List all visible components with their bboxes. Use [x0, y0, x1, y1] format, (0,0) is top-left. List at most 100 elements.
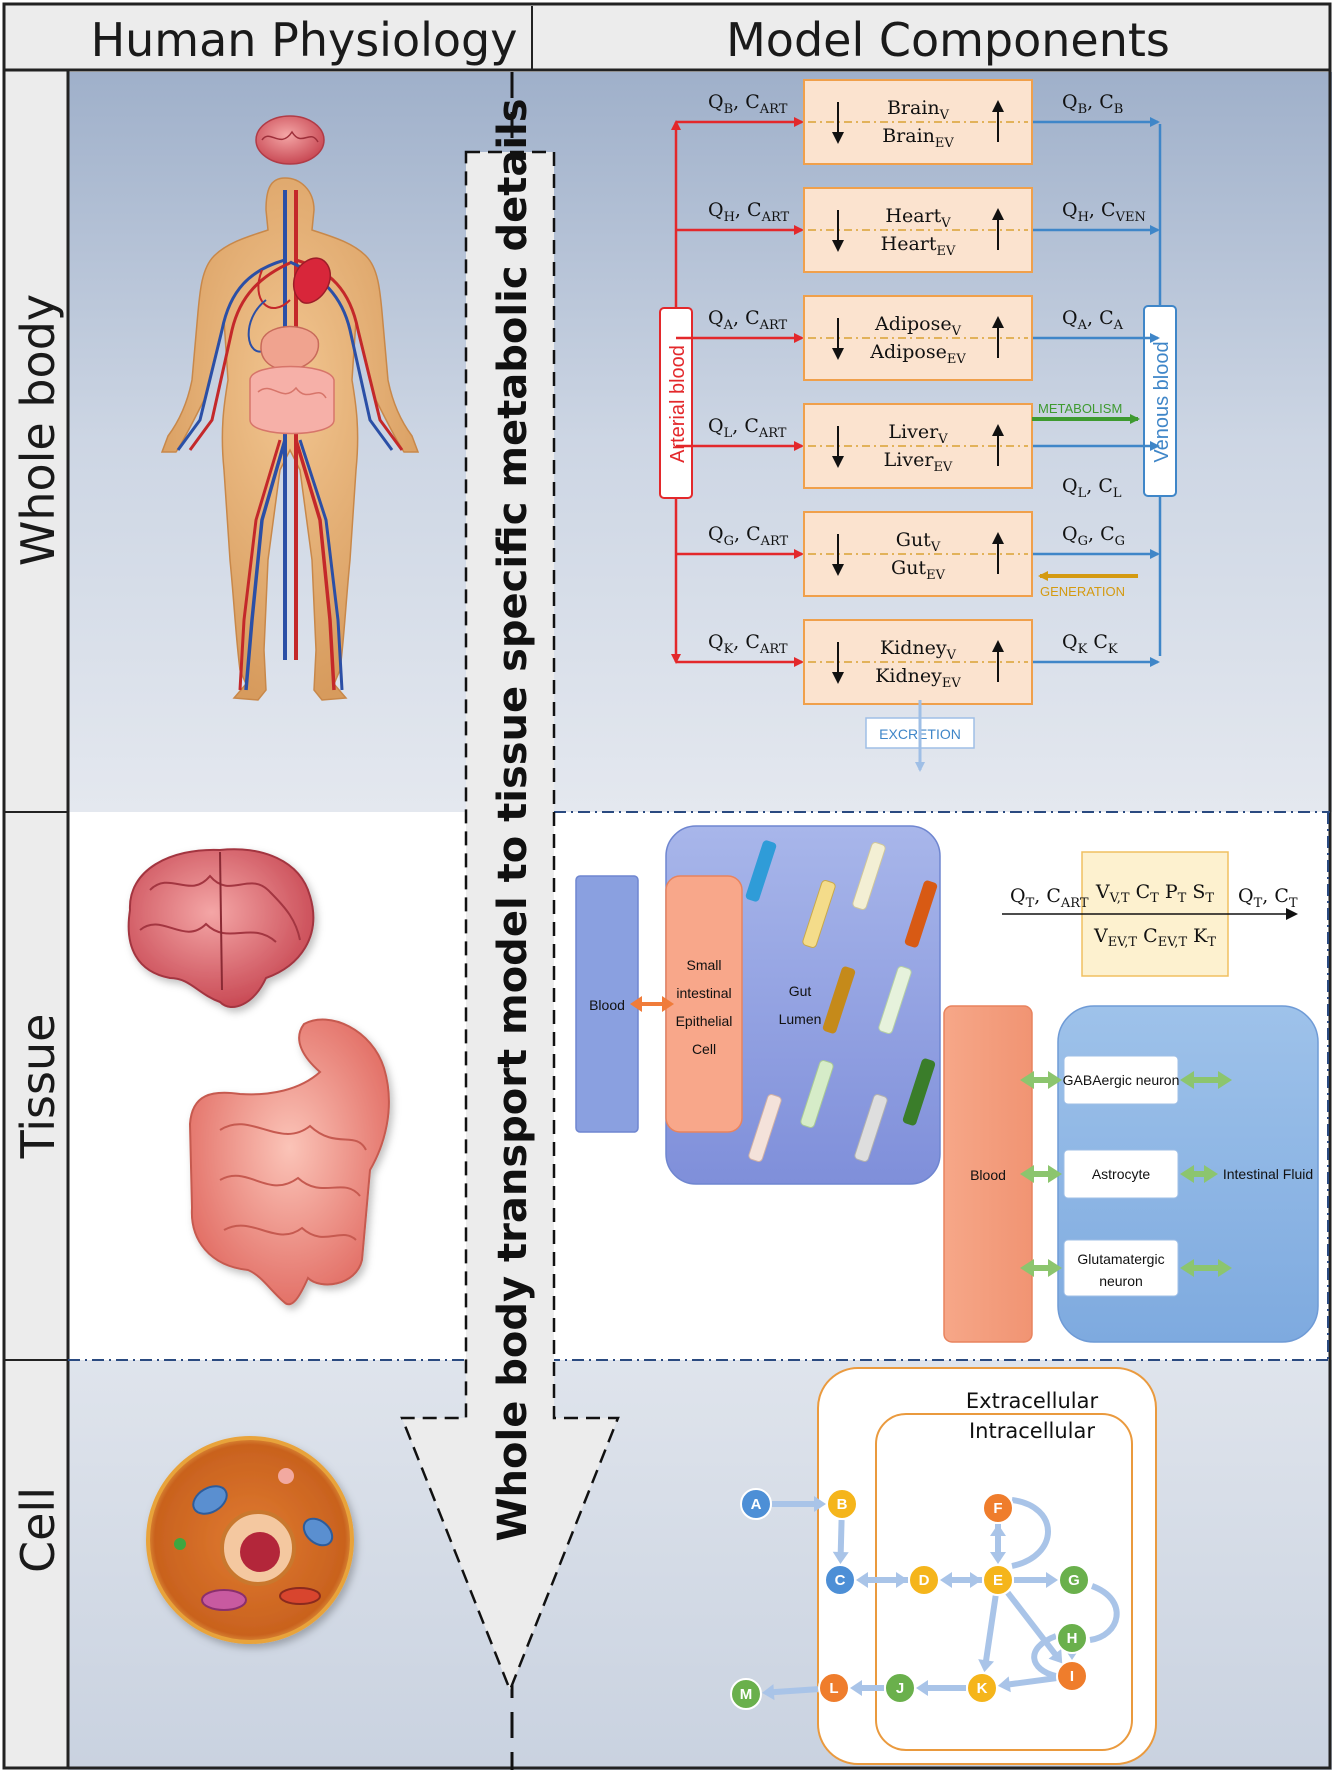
pathway-node-f: F	[982, 1492, 1014, 1524]
svg-text:L: L	[829, 1680, 838, 1697]
organ-vascular-label: AdiposeV	[874, 313, 962, 339]
organ-outflow-label: QH, CVEN	[1062, 199, 1146, 225]
svg-text:B: B	[837, 1496, 848, 1513]
generation-label: GENERATION	[1040, 584, 1125, 599]
gut-tissue-model: Blood Small intestinal Epithelial Cell G…	[575, 825, 941, 1185]
organ-inflow-label: QA, CART	[708, 307, 788, 333]
organ-outflow-label: QK CK	[1062, 631, 1118, 657]
whole-body-model: Arterial blood Venous blood BrainVBrainE…	[659, 79, 1177, 772]
transport-arrow: Whole body transport model to tissue spe…	[400, 98, 620, 1694]
organ-outflow-label: QB, CB	[1062, 91, 1123, 117]
tissue-intestine-illustration	[188, 1018, 390, 1306]
generic-tissue-compartment: QT, CART QT, CT VV,T CT PT ST VEV,T CEV,…	[1002, 851, 1298, 977]
organ-inflow-label: QL, CART	[708, 415, 787, 441]
generic-in-flow: QT, CART	[1010, 885, 1089, 911]
pathway-node-b: B	[826, 1488, 858, 1520]
pathway-node-e: E	[982, 1564, 1014, 1596]
svg-text:J: J	[896, 1680, 904, 1697]
transport-arrow-text: Whole body transport model to tissue spe…	[490, 98, 536, 1541]
svg-text:K: K	[977, 1680, 988, 1697]
svg-text:H: H	[1067, 1630, 1078, 1647]
pathway-node-a: A	[740, 1488, 772, 1520]
organ-vascular-label: BrainV	[887, 97, 950, 123]
pathway-node-m: M	[730, 1678, 762, 1710]
intestinal-fluid-label: Intestinal Fluid	[1223, 1166, 1313, 1182]
pathway-node-j: J	[884, 1672, 916, 1704]
stomach-icon	[260, 325, 320, 371]
gaba-label: GABAergic neuron	[1063, 1072, 1180, 1088]
organ-vascular-label: KidneyV	[880, 637, 957, 663]
pathway-node-d: D	[908, 1564, 940, 1596]
organ-vascular-label: HeartV	[885, 205, 951, 231]
pathway-node-i: I	[1056, 1660, 1088, 1692]
row-label-whole-body: Whole body	[11, 294, 65, 566]
arterial-blood-text: Arterial blood	[667, 345, 689, 463]
svg-text:E: E	[993, 1572, 1003, 1589]
epithelial-line-1: Small	[686, 957, 721, 973]
header-bar	[2, 2, 1332, 72]
brain-blood-label: Blood	[970, 1167, 1006, 1183]
glutamatergic-line-1: Glutamatergic	[1077, 1251, 1164, 1267]
organ-extravascular-label: HeartEV	[881, 233, 956, 259]
epithelial-line-3: Epithelial	[676, 1013, 733, 1029]
heart-icon	[293, 257, 331, 304]
header-human-physiology: Human Physiology	[91, 13, 518, 67]
organ-outflow-label: QL, CL	[1062, 475, 1122, 501]
row-label-cell: Cell	[11, 1487, 65, 1573]
astrocyte-label: Astrocyte	[1092, 1166, 1151, 1182]
generic-bottom-params: VEV,T CEV,T KT	[1093, 925, 1216, 950]
extracellular-label: Extracellular	[966, 1389, 1099, 1413]
generic-out-flow: QT, CT	[1238, 885, 1298, 911]
epithelial-line-4: Cell	[692, 1041, 716, 1057]
glutamatergic-box	[1063, 1239, 1179, 1297]
glutamatergic-line-2: neuron	[1099, 1273, 1143, 1289]
human-body-illustration	[160, 115, 420, 701]
svg-text:A: A	[751, 1496, 762, 1513]
organ-extravascular-label: LiverEV	[884, 449, 953, 475]
gut-blood-label: Blood	[589, 997, 625, 1013]
organ-outflow-label: QG, CG	[1062, 523, 1125, 549]
organ-vascular-label: LiverV	[888, 421, 948, 447]
organ-vascular-label: GutV	[896, 529, 941, 555]
pathway-node-g: G	[1058, 1564, 1090, 1596]
pathway-node-c: C	[824, 1564, 856, 1596]
svg-text:C: C	[835, 1572, 846, 1589]
row-label-tissue: Tissue	[11, 1014, 65, 1160]
organ-outflow-label: QA, CA	[1062, 307, 1124, 333]
svg-text:D: D	[919, 1572, 930, 1589]
pathway-node-k: K	[966, 1672, 998, 1704]
organ-inflow-label: QK, CART	[708, 631, 788, 657]
gaba-box	[1063, 1055, 1179, 1105]
bacteria-group	[745, 840, 938, 1162]
svg-text:M: M	[740, 1686, 753, 1703]
epithelial-cell-box	[665, 875, 743, 1133]
organ-extravascular-label: AdiposeEV	[869, 341, 966, 367]
brain-tissue-model: Blood GABAergic neuron Astrocyte Glutama…	[943, 1005, 1319, 1343]
pathway-node-h: H	[1056, 1622, 1088, 1654]
header-model-components: Model Components	[726, 13, 1170, 67]
epithelial-line-2: intestinal	[676, 985, 731, 1001]
brain-icon	[255, 115, 325, 165]
arterial-blood-label	[659, 307, 693, 499]
tissue-brain-illustration	[127, 848, 315, 1008]
organ-extravascular-label: KidneyEV	[875, 665, 961, 691]
intracellular-label: Intracellular	[969, 1419, 1095, 1443]
svg-text:G: G	[1068, 1572, 1080, 1589]
organ-inflow-label: QH, CART	[708, 199, 790, 225]
metabolism-label: METABOLISM	[1038, 401, 1122, 416]
gut-lumen-line-1: Gut	[789, 983, 812, 999]
generic-top-params: VV,T CT PT ST	[1095, 881, 1215, 906]
svg-text:I: I	[1070, 1668, 1074, 1685]
svg-text:F: F	[993, 1500, 1002, 1517]
gut-lumen-line-2: Lumen	[779, 1011, 822, 1027]
cell-model: Extracellular Intracellular A B C D E F G H I K J L…	[730, 1367, 1157, 1765]
organ-extravascular-label: BrainEV	[882, 125, 954, 151]
